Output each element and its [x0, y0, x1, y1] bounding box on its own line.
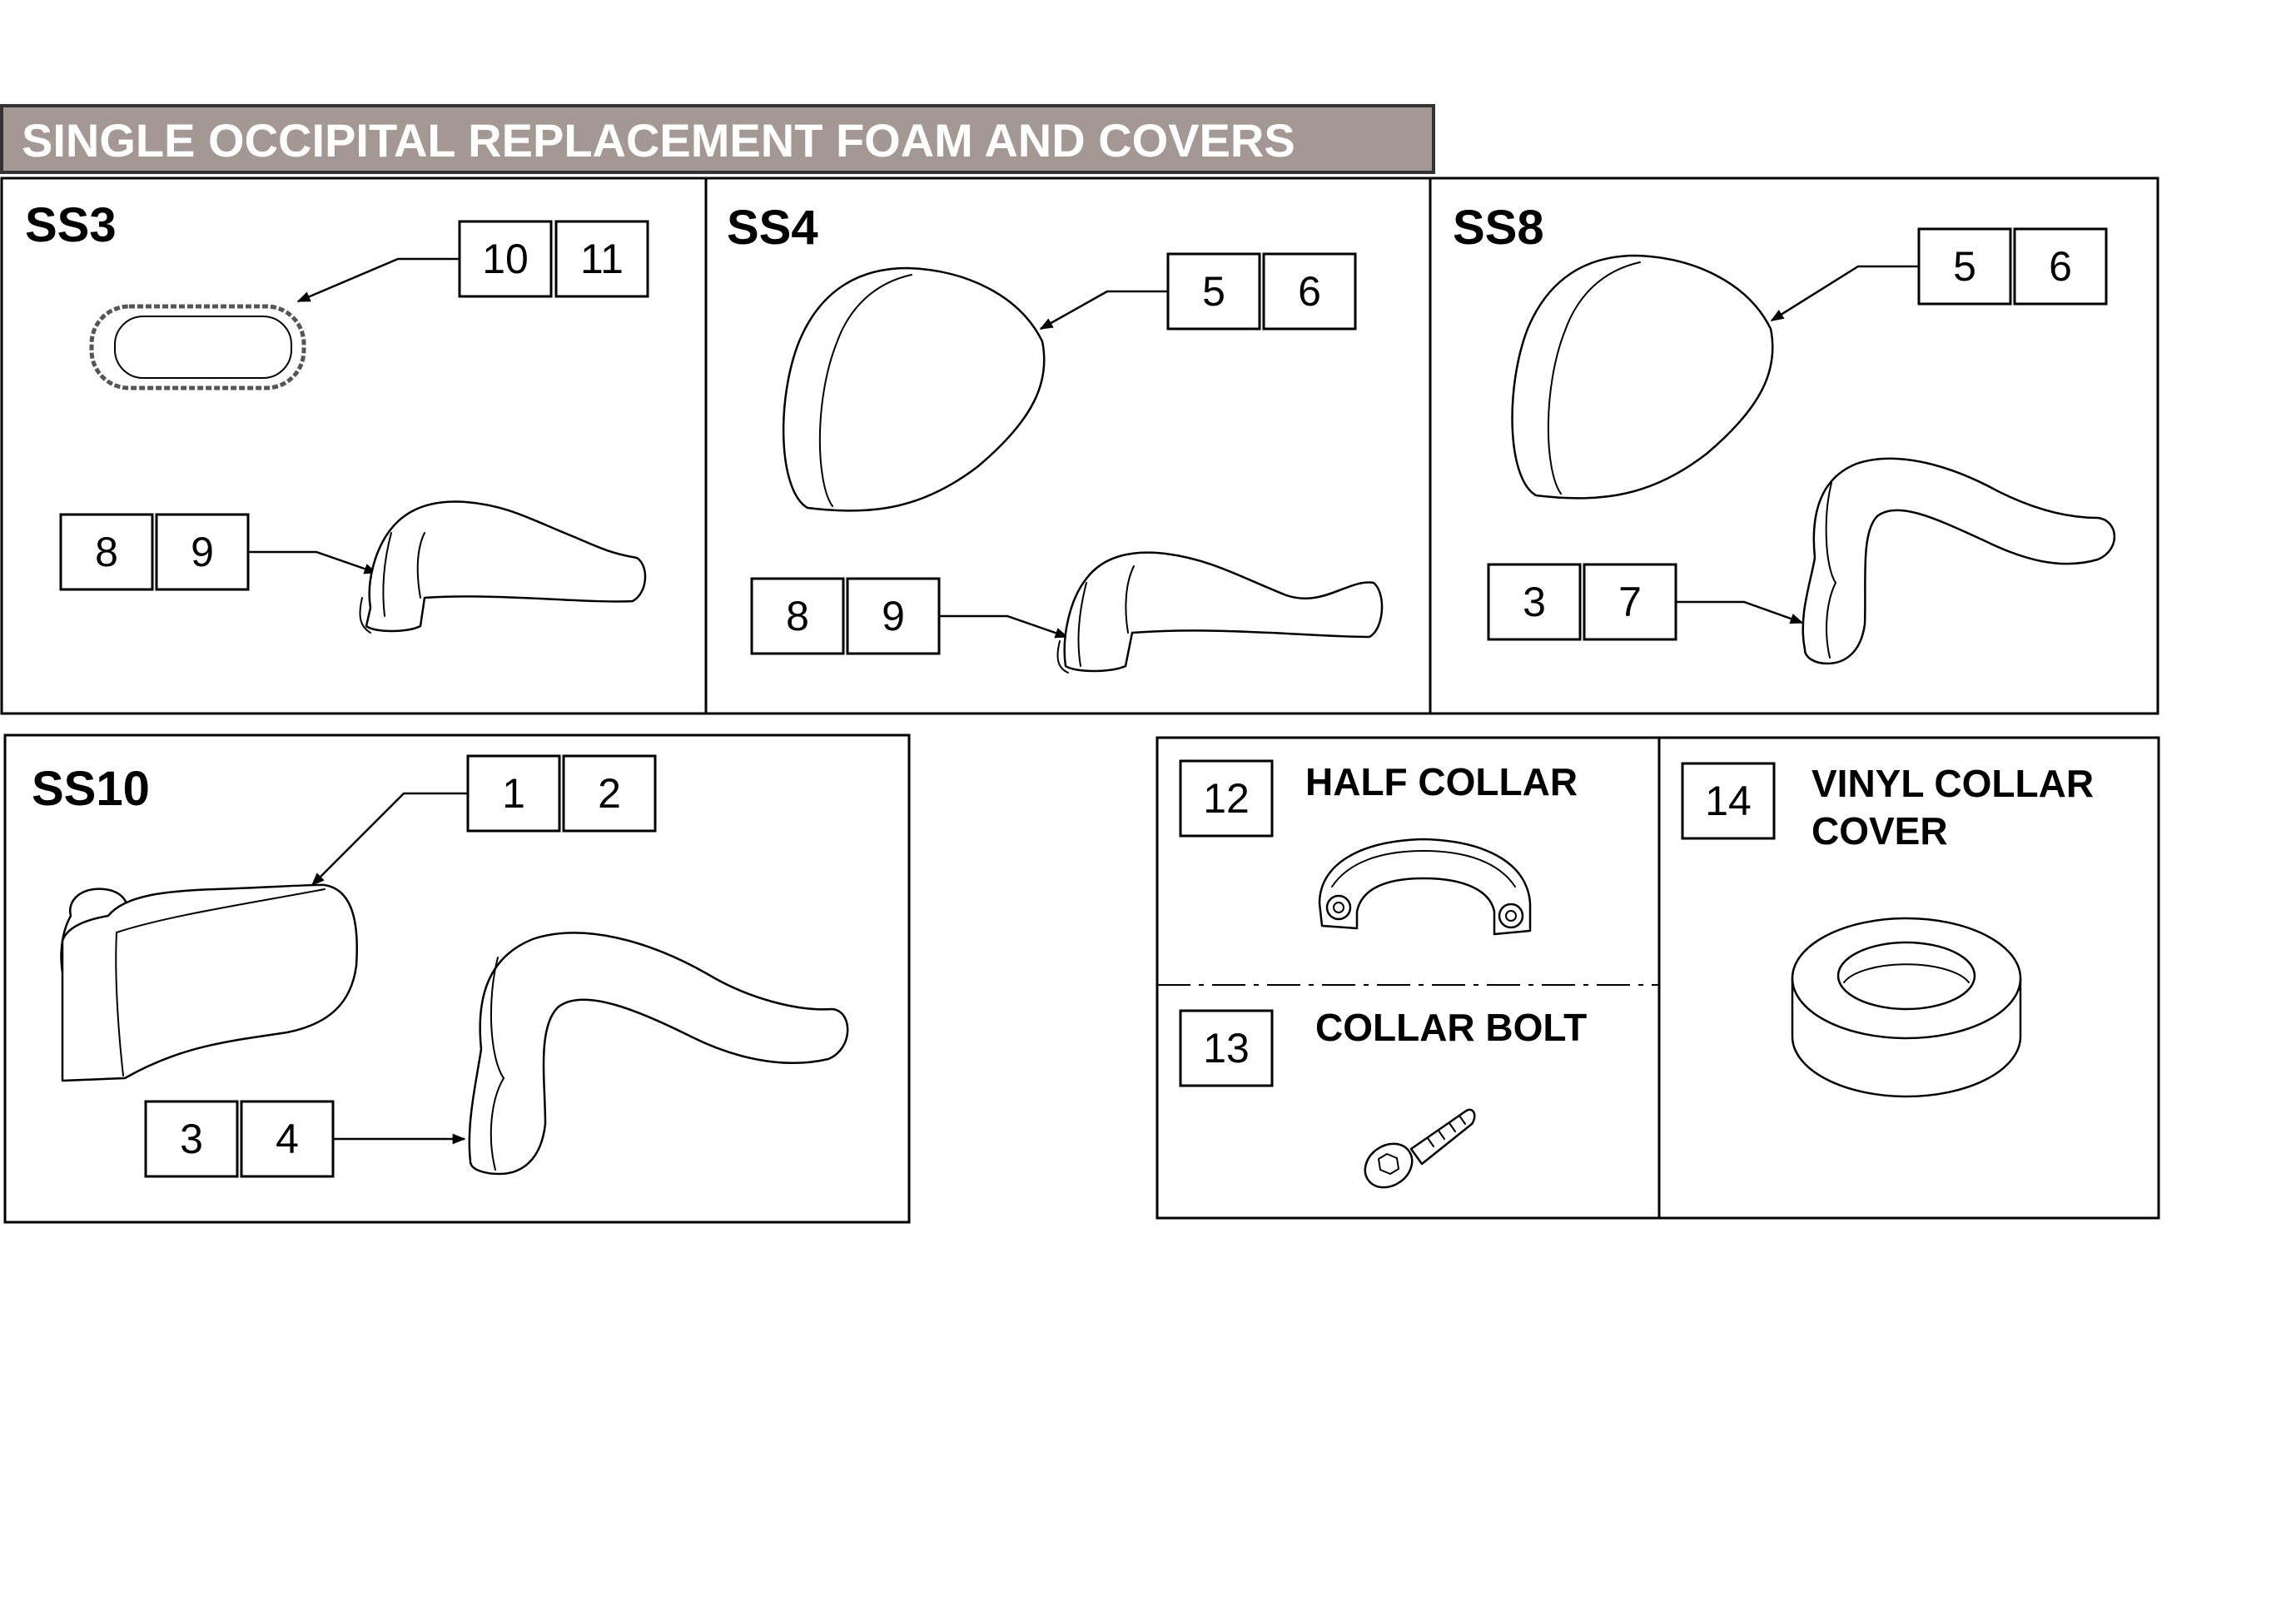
hardware-panel: 12 HALF COLLAR 13 COLLAR BOLT 14 VINYL C… — [1155, 736, 2160, 1220]
oval-pad-part — [89, 304, 306, 390]
callout-number: 11 — [580, 236, 624, 282]
callout-ss4-bottom: 8 9 — [750, 577, 1069, 655]
callout-number: 3 — [1523, 579, 1546, 625]
half-collar-part: 12 HALF COLLAR — [1179, 759, 1578, 936]
callout-number: 9 — [191, 529, 214, 575]
head-pad-part — [782, 266, 1046, 512]
contour-pad-part — [359, 500, 647, 634]
callout-number: 6 — [1298, 268, 1321, 315]
part-label-collar-bolt: COLLAR BOLT — [1315, 1006, 1587, 1049]
callout-number: 5 — [1202, 268, 1225, 315]
panel-ss3: SS3 10 11 8 9 — [25, 198, 649, 634]
callout-number: 8 — [786, 593, 809, 639]
panel-ss4: SS4 5 6 8 9 — [727, 201, 1384, 674]
callout-number: 8 — [95, 529, 118, 575]
callout-ss8-bottom: 3 7 — [1487, 563, 1804, 641]
top-row-frame — [0, 177, 2159, 715]
callout-number: 12 — [1203, 775, 1250, 822]
callout-ss10-top: 1 2 — [311, 754, 657, 887]
panel-title-ss8: SS8 — [1453, 201, 1544, 255]
title-banner: SINGLE OCCIPITAL REPLACEMENT FOAM AND CO… — [0, 104, 1435, 174]
panel-title-ss4: SS4 — [727, 201, 818, 255]
panel-title-ss10: SS10 — [32, 762, 150, 816]
hook-pad-part — [468, 932, 849, 1176]
contour-pad-part — [1056, 551, 1384, 674]
part-label-half-collar: HALF COLLAR — [1305, 760, 1578, 803]
vinyl-cover-part: 14 VINYL COLLAR COVER — [1681, 762, 2094, 1098]
panel-ss8: SS8 5 6 3 7 — [1453, 201, 2116, 665]
callout-number: 7 — [1618, 579, 1642, 625]
head-pad-part — [1511, 254, 1774, 500]
callout-number: 10 — [482, 236, 529, 282]
callout-number: 4 — [276, 1116, 299, 1162]
callout-number: 2 — [598, 770, 621, 817]
callout-number: 13 — [1203, 1025, 1250, 1072]
collar-bolt-part: 13 COLLAR BOLT — [1179, 1006, 1587, 1189]
callout-number: 14 — [1705, 778, 1752, 824]
callout-number: 1 — [502, 770, 525, 817]
rect-pad-part — [60, 883, 358, 1082]
panel-title-ss3: SS3 — [25, 198, 117, 252]
callout-number: 9 — [882, 593, 905, 639]
callout-ss10-bottom: 3 4 — [144, 1100, 466, 1178]
hook-pad-part — [1802, 457, 2116, 665]
callout-ss3-top: 10 11 — [296, 220, 649, 303]
callout-ss3-bottom: 8 9 — [59, 513, 378, 591]
banner-title: SINGLE OCCIPITAL REPLACEMENT FOAM AND CO… — [22, 114, 1295, 167]
panel-ss10: SS10 1 2 3 4 — [3, 733, 911, 1224]
callout-number: 6 — [2049, 243, 2072, 290]
callout-number: 3 — [180, 1116, 203, 1162]
callout-number: 5 — [1953, 243, 1976, 290]
callout-ss8-top: 5 6 — [1770, 227, 2108, 322]
part-label-vinyl-cover-line1: VINYL COLLAR — [1811, 762, 2094, 805]
callout-ss4-top: 5 6 — [1039, 252, 1357, 331]
part-label-vinyl-cover-line2: COVER — [1811, 809, 1948, 853]
